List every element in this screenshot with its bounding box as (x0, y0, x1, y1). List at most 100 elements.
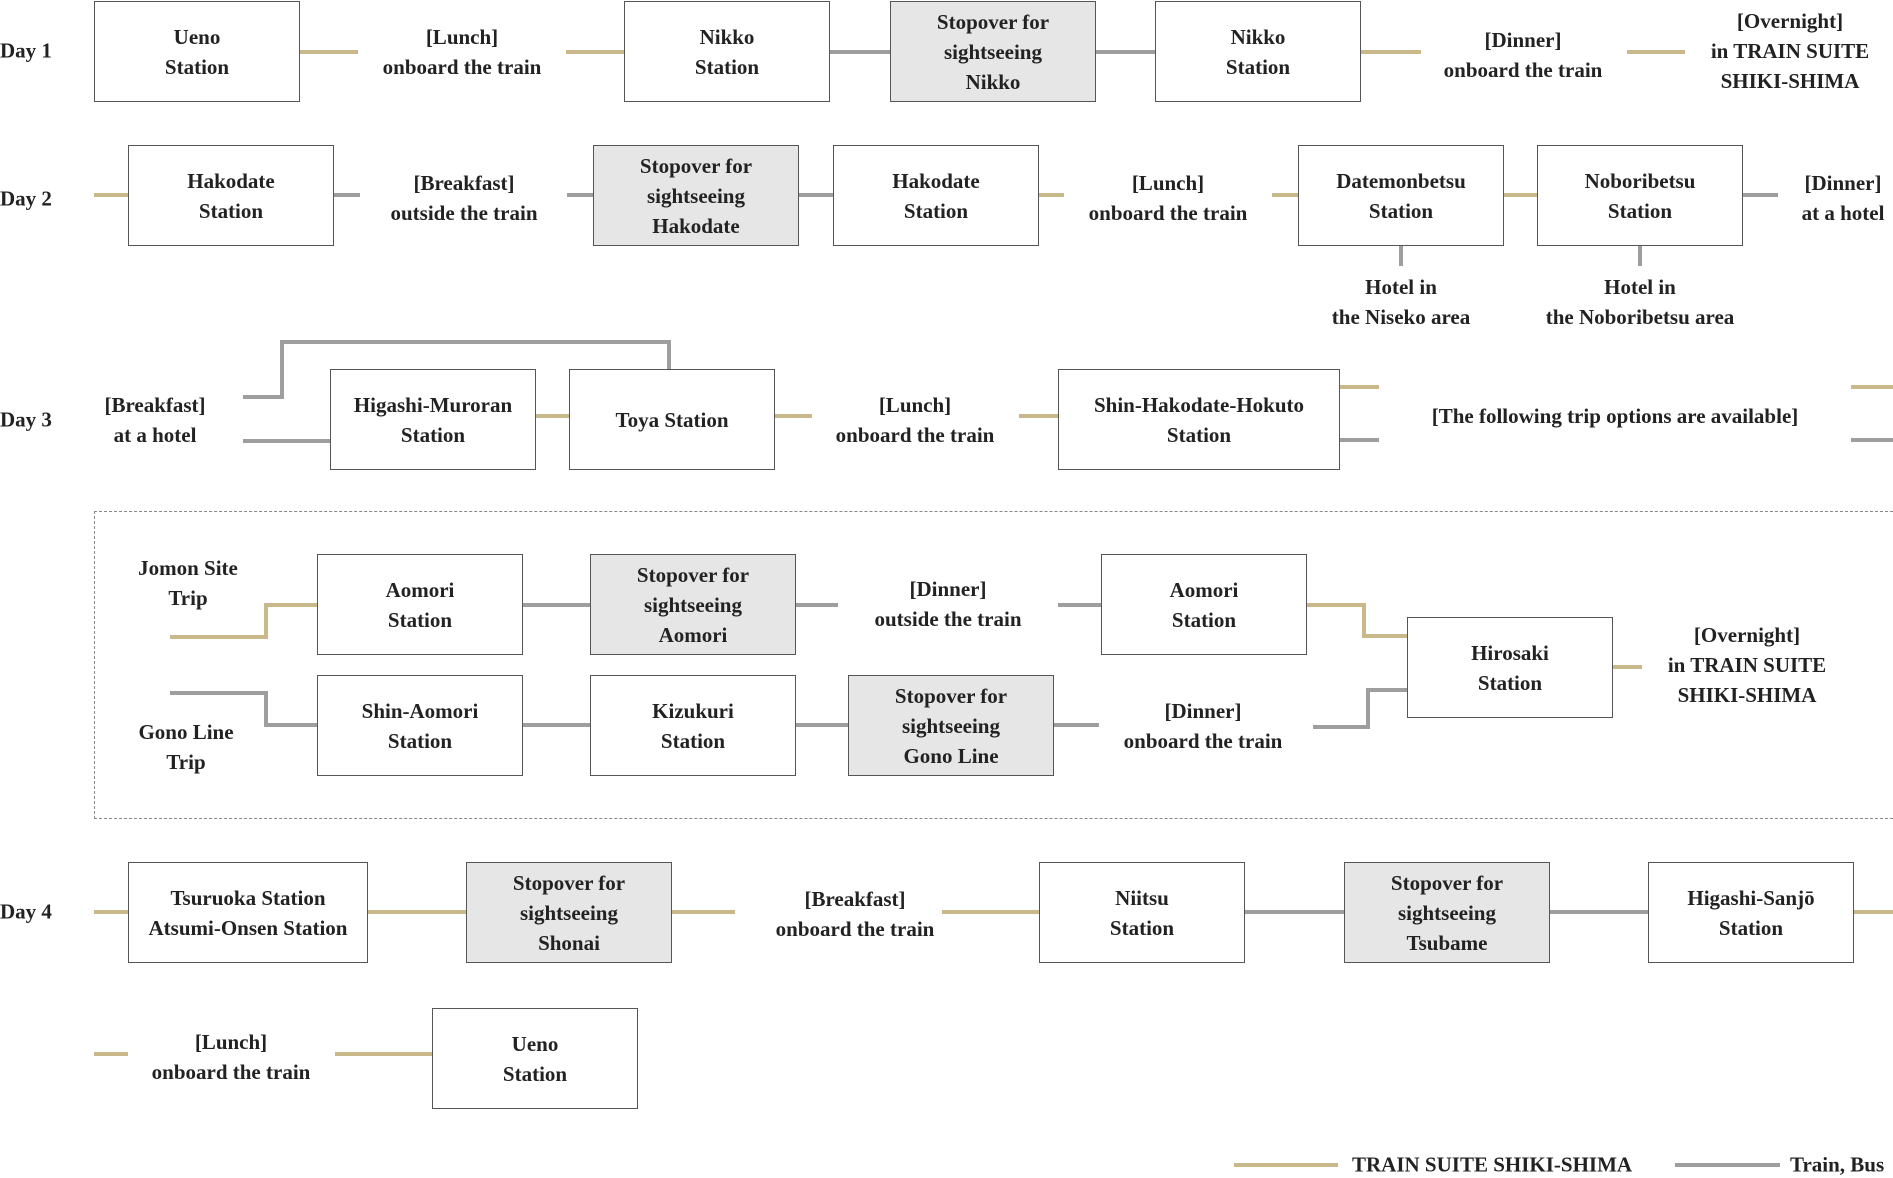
text-line: [Dinner] (1164, 699, 1242, 723)
text-line: Atsumi-Onsen Station (148, 915, 348, 940)
text-line: Station (198, 198, 264, 223)
text-line: Station (1368, 198, 1434, 223)
text-line: [Breakfast] (104, 393, 206, 417)
day-2-label: Day 2 (0, 186, 52, 211)
text-line: the Niseko area (1331, 305, 1471, 329)
day-4-label: Day 4 (0, 899, 52, 924)
text-line: Stopover for (894, 683, 1008, 708)
text-line: Station (1718, 915, 1784, 940)
trip-options-frame (94, 511, 1893, 819)
text-line: Datemonbetsu (1336, 168, 1466, 193)
text-line: sightseeing (901, 713, 1000, 738)
shikishima-route-line (170, 603, 317, 639)
day2-breakfast-label: [Breakfast]outside the train (391, 168, 538, 228)
text-line: sightseeing (646, 183, 745, 208)
text-line: Hotel in (1604, 275, 1676, 299)
text-line: Nikko (965, 69, 1021, 94)
text-line: Jomon Site (138, 556, 238, 580)
text-line: Kizukuri (652, 698, 734, 723)
text-line: at a hotel (1801, 201, 1885, 225)
text-line: [Overnight] (1693, 623, 1801, 647)
text-line: [Overnight] (1736, 9, 1844, 33)
text-line: onboard the train (382, 55, 542, 79)
text-line: onboard the train (1443, 58, 1603, 82)
text-line: Station (694, 54, 760, 79)
text-line: Nikko (1230, 24, 1286, 49)
text-line: Hakodate (187, 168, 275, 193)
text-line: Stopover for (639, 153, 753, 178)
text-line: onboard the train (775, 917, 935, 941)
text-line: SHIKI-SHIMA (1677, 683, 1817, 707)
text-line: Station (1477, 670, 1543, 695)
text-line: onboard the train (835, 423, 995, 447)
day1-dinner-label: [Dinner]onboard the train (1444, 25, 1603, 85)
text-line: Shin-Hakodate-Hokuto (1093, 392, 1305, 417)
day3-lunch-label: [Lunch]onboard the train (836, 390, 995, 450)
text-line: SHIKI-SHIMA (1720, 69, 1860, 93)
text-line: sightseeing (643, 592, 742, 617)
text-line: Ueno (173, 24, 221, 49)
text-line: sightseeing (1397, 900, 1496, 925)
toya-station-box: Toya Station (569, 369, 775, 470)
text-line: Tsuruoka Station (170, 885, 326, 910)
text-line: Station (164, 54, 230, 79)
text-line: Station (387, 607, 453, 632)
text-line: [Lunch] (194, 1030, 268, 1054)
hotel-noboribetsu-label: Hotel in the Noboribetsu area (1546, 272, 1735, 332)
legend-shikishima-text: TRAIN SUITE SHIKI-SHIMA (1352, 1152, 1633, 1177)
text-line: Aomori (385, 577, 455, 602)
text-line: Shonai (538, 930, 600, 955)
day-1-label: Day 1 (0, 38, 52, 63)
text-line: onboard the train (151, 1060, 311, 1084)
text-line: Higashi-Sanjō (1687, 885, 1815, 910)
trip-options-label: [The following trip options are availabl… (1432, 401, 1799, 431)
day-3-label: Day 3 (0, 407, 52, 432)
text-line: Noboribetsu (1584, 168, 1696, 193)
text-line: [Dinner] (909, 577, 987, 601)
shikishima-route-line (1307, 603, 1407, 638)
text-line: Shin-Aomori (361, 698, 479, 723)
day3-breakfast-label: [Breakfast]at a hotel (104, 390, 205, 450)
text-line: Gono Line (903, 743, 999, 768)
train-bus-route-line (243, 340, 671, 399)
train-bus-route-line (1313, 688, 1407, 729)
day4-breakfast-label: [Breakfast]onboard the train (776, 884, 935, 944)
text-line: Toya Station (615, 407, 729, 432)
train-bus-route-line (170, 691, 317, 727)
text-line: Stopover for (1390, 870, 1504, 895)
day2-dinner-label: [Dinner]at a hotel (1802, 168, 1885, 228)
text-line: [The following trip options are availabl… (1431, 404, 1799, 428)
text-line: the Noboribetsu area (1545, 305, 1735, 329)
text-line: Station (903, 198, 969, 223)
text-line: Station (502, 1061, 568, 1086)
text-line: Aomori (658, 622, 728, 647)
text-line: Tsubame (1406, 930, 1488, 955)
text-line: onboard the train (1088, 201, 1248, 225)
text-line: Aomori (1169, 577, 1239, 602)
text-line: Gono Line (138, 720, 234, 744)
text-line: onboard the train (1123, 729, 1283, 753)
text-line: Hakodate (652, 213, 740, 238)
text-line: outside the train (390, 201, 538, 225)
text-line: Station (400, 422, 466, 447)
